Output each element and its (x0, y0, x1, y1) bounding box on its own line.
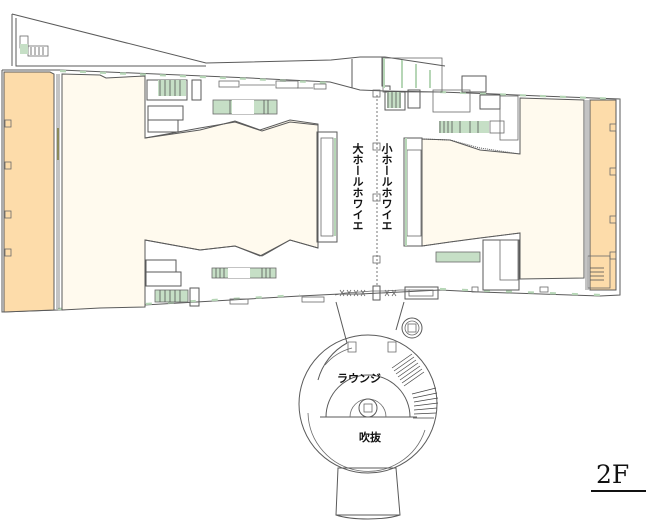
foyer-divider (372, 89, 381, 285)
north-canopy (11, 13, 446, 67)
small-hall-stage (585, 99, 617, 291)
floor-label-underline (591, 490, 646, 492)
small-hall-auditorium (403, 97, 585, 280)
large-hall-auditorium (61, 73, 319, 311)
large-hall-foyer-side (316, 131, 338, 243)
small-hall-south-rooms (435, 239, 549, 293)
entrance-doors (334, 285, 439, 301)
atrium-label: 吹抜 (359, 431, 381, 444)
floor-label: 2F (596, 460, 630, 489)
large-hall-stage (3, 71, 60, 313)
small-hall-foyer-label: 小ホールホワイエ (380, 143, 393, 231)
large-hall-foyer-label: 大ホールホワイエ (351, 143, 364, 231)
lounge-label: ラウンジ (337, 372, 381, 385)
large-hall-north-rooms (146, 79, 327, 133)
rotunda-bridge (335, 301, 423, 344)
building-outline (1, 69, 621, 313)
rotunda (298, 334, 439, 520)
large-hall-south-rooms (145, 259, 325, 307)
small-hall-north-rooms (351, 57, 519, 141)
